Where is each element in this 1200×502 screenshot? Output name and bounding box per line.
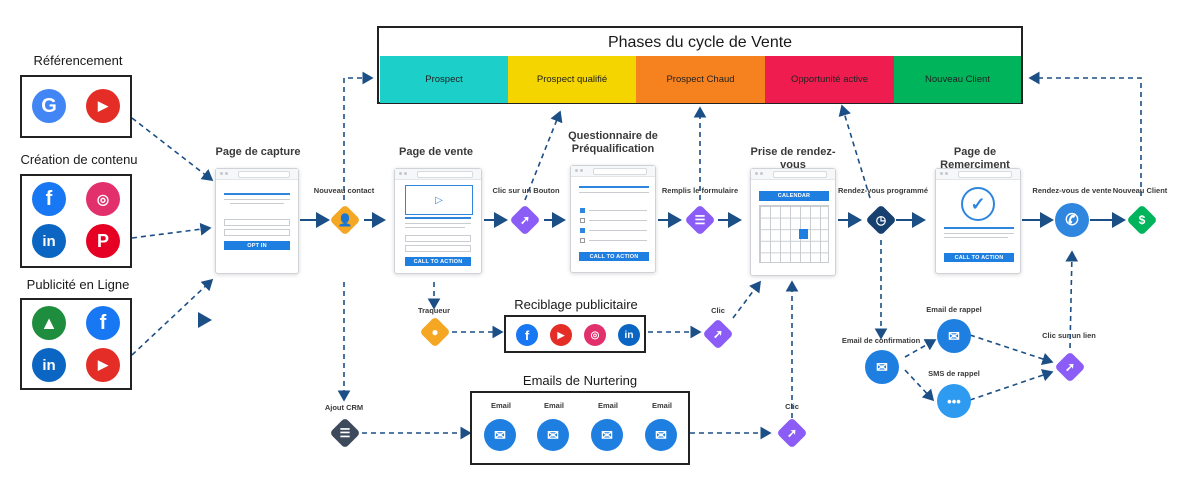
email-icon-1: ✉ [484,419,516,451]
capture-label: Page de capture [215,146,301,158]
email-icon-3: ✉ [591,419,623,451]
dollar-icon: $ [1138,213,1146,227]
source-contenu-label: Création de contenu [20,152,138,167]
email-rappel-icon: ✉ [937,319,971,353]
remplis-formulaire-label: Remplis le formulaire [661,186,739,195]
cursor-icon: ➚ [1064,360,1076,374]
email-label-1: Email [490,401,511,410]
pinterest-icon: P [86,224,120,258]
nouveau-client-label: Nouveau Client [1112,186,1168,195]
phase-prospect-qualifie: Prospect qualifié [508,56,636,103]
nurturing-label: Emails de Nurtering [522,373,638,388]
phases-title: Phases du cycle de Vente [607,34,793,51]
reciblage-box: f ▶ ◎ in [504,315,646,353]
traqueur-label: Traqueur [417,306,451,315]
cursor-icon: ➚ [786,426,798,440]
google-icon: G [32,89,66,123]
clic-lien-label: Clic sur un lien [1042,331,1096,340]
clic-retarget-label: Clic [711,306,725,315]
remerciement-cta-button[interactable]: CALL TO ACTION [944,253,1014,262]
linkedin-ads-icon: in [618,324,640,346]
vente-cta-button[interactable]: CALL TO ACTION [405,257,471,266]
email-confirmation-icon: ✉ [865,350,899,384]
facebook-icon: f [32,182,66,216]
opt-in-button[interactable]: OPT IN [224,241,290,250]
phone-icon: ✆ [1055,203,1089,237]
clock-icon: ◷ [875,213,887,227]
youtube-ads-icon: ▶ [550,324,572,346]
email-confirmation-label: Email de confirmation [841,336,921,345]
facebook-ads-icon: f [516,324,538,346]
selected-date[interactable] [799,229,808,239]
rdv-programme-label: Rendez-vous programmé [838,186,929,195]
phase-nouveau-client: Nouveau Client [894,56,1021,103]
tag-icon: ● [431,325,439,339]
youtube-icon: ▶ [86,89,120,123]
remerciement-page: ✓ CALL TO ACTION [935,168,1021,274]
email-icon-4: ✉ [645,419,677,451]
phase-prospect-chaud: Prospect Chaud [636,56,765,103]
clic-email-label: Clic [785,402,799,411]
source-referencement-box: G ▶ [20,75,132,138]
email-label-3: Email [597,401,618,410]
instagram-ads-icon: ◎ [584,324,606,346]
phase-prospect: Prospect [380,56,508,103]
email-icon-2: ✉ [537,419,569,451]
sms-rappel-label: SMS de rappel [928,369,980,378]
source-publicite-label: Publicité en Ligne [26,277,130,292]
calendar-grid[interactable] [759,205,829,263]
email-label-2: Email [543,401,564,410]
source-contenu-box: f ◎ in P [20,174,132,268]
vente-label: Page de vente [399,146,473,158]
linkedin-icon: in [32,224,66,258]
phase-opportunite-active: Opportunité active [765,56,894,103]
facebook-icon: f [86,306,120,340]
nurturing-box: Email ✉ Email ✉ Email ✉ Email ✉ [470,391,690,465]
vente-page: ▷ CALL TO ACTION [394,168,482,274]
email-rappel-label: Email de rappel [926,305,982,314]
questionnaire-label: Questionnaire de Préqualification [568,130,658,155]
cursor-icon: ➚ [712,327,724,341]
youtube-ads-icon: ▶ [86,348,120,382]
video-frame: ▷ [405,185,473,215]
source-publicite-box: ▲ f in ▶ [20,298,132,390]
cursor-icon: ➚ [519,213,531,227]
instagram-icon: ◎ [86,182,120,216]
source-referencement-label: Référencement [33,53,123,68]
rdv-vente-label: Rendez-vous de vente [1032,186,1112,195]
linkedin-ads-icon: in [32,348,66,382]
reciblage-label: Reciblage publicitaire [514,297,638,312]
questionnaire-page: CALL TO ACTION [570,165,656,273]
form-icon: ☰ [694,213,706,227]
user-icon: 👤 [337,213,353,227]
list-icon: ☰ [339,426,351,440]
nouveau-contact-label: Nouveau contact [313,186,375,195]
capture-page: OPT IN [215,168,299,274]
clic-bouton-label: Clic sur un Bouton [492,186,560,195]
calendar-header: CALENDAR [759,191,829,201]
email-label-4: Email [651,401,672,410]
ajout-crm-label: Ajout CRM [324,403,364,412]
google-ads-icon: ▲ [32,306,66,340]
questionnaire-cta-button[interactable]: CALL TO ACTION [579,252,649,261]
check-icon: ✓ [961,187,995,221]
rdv-page: CALENDAR [750,168,836,276]
sms-icon: ••• [937,384,971,418]
